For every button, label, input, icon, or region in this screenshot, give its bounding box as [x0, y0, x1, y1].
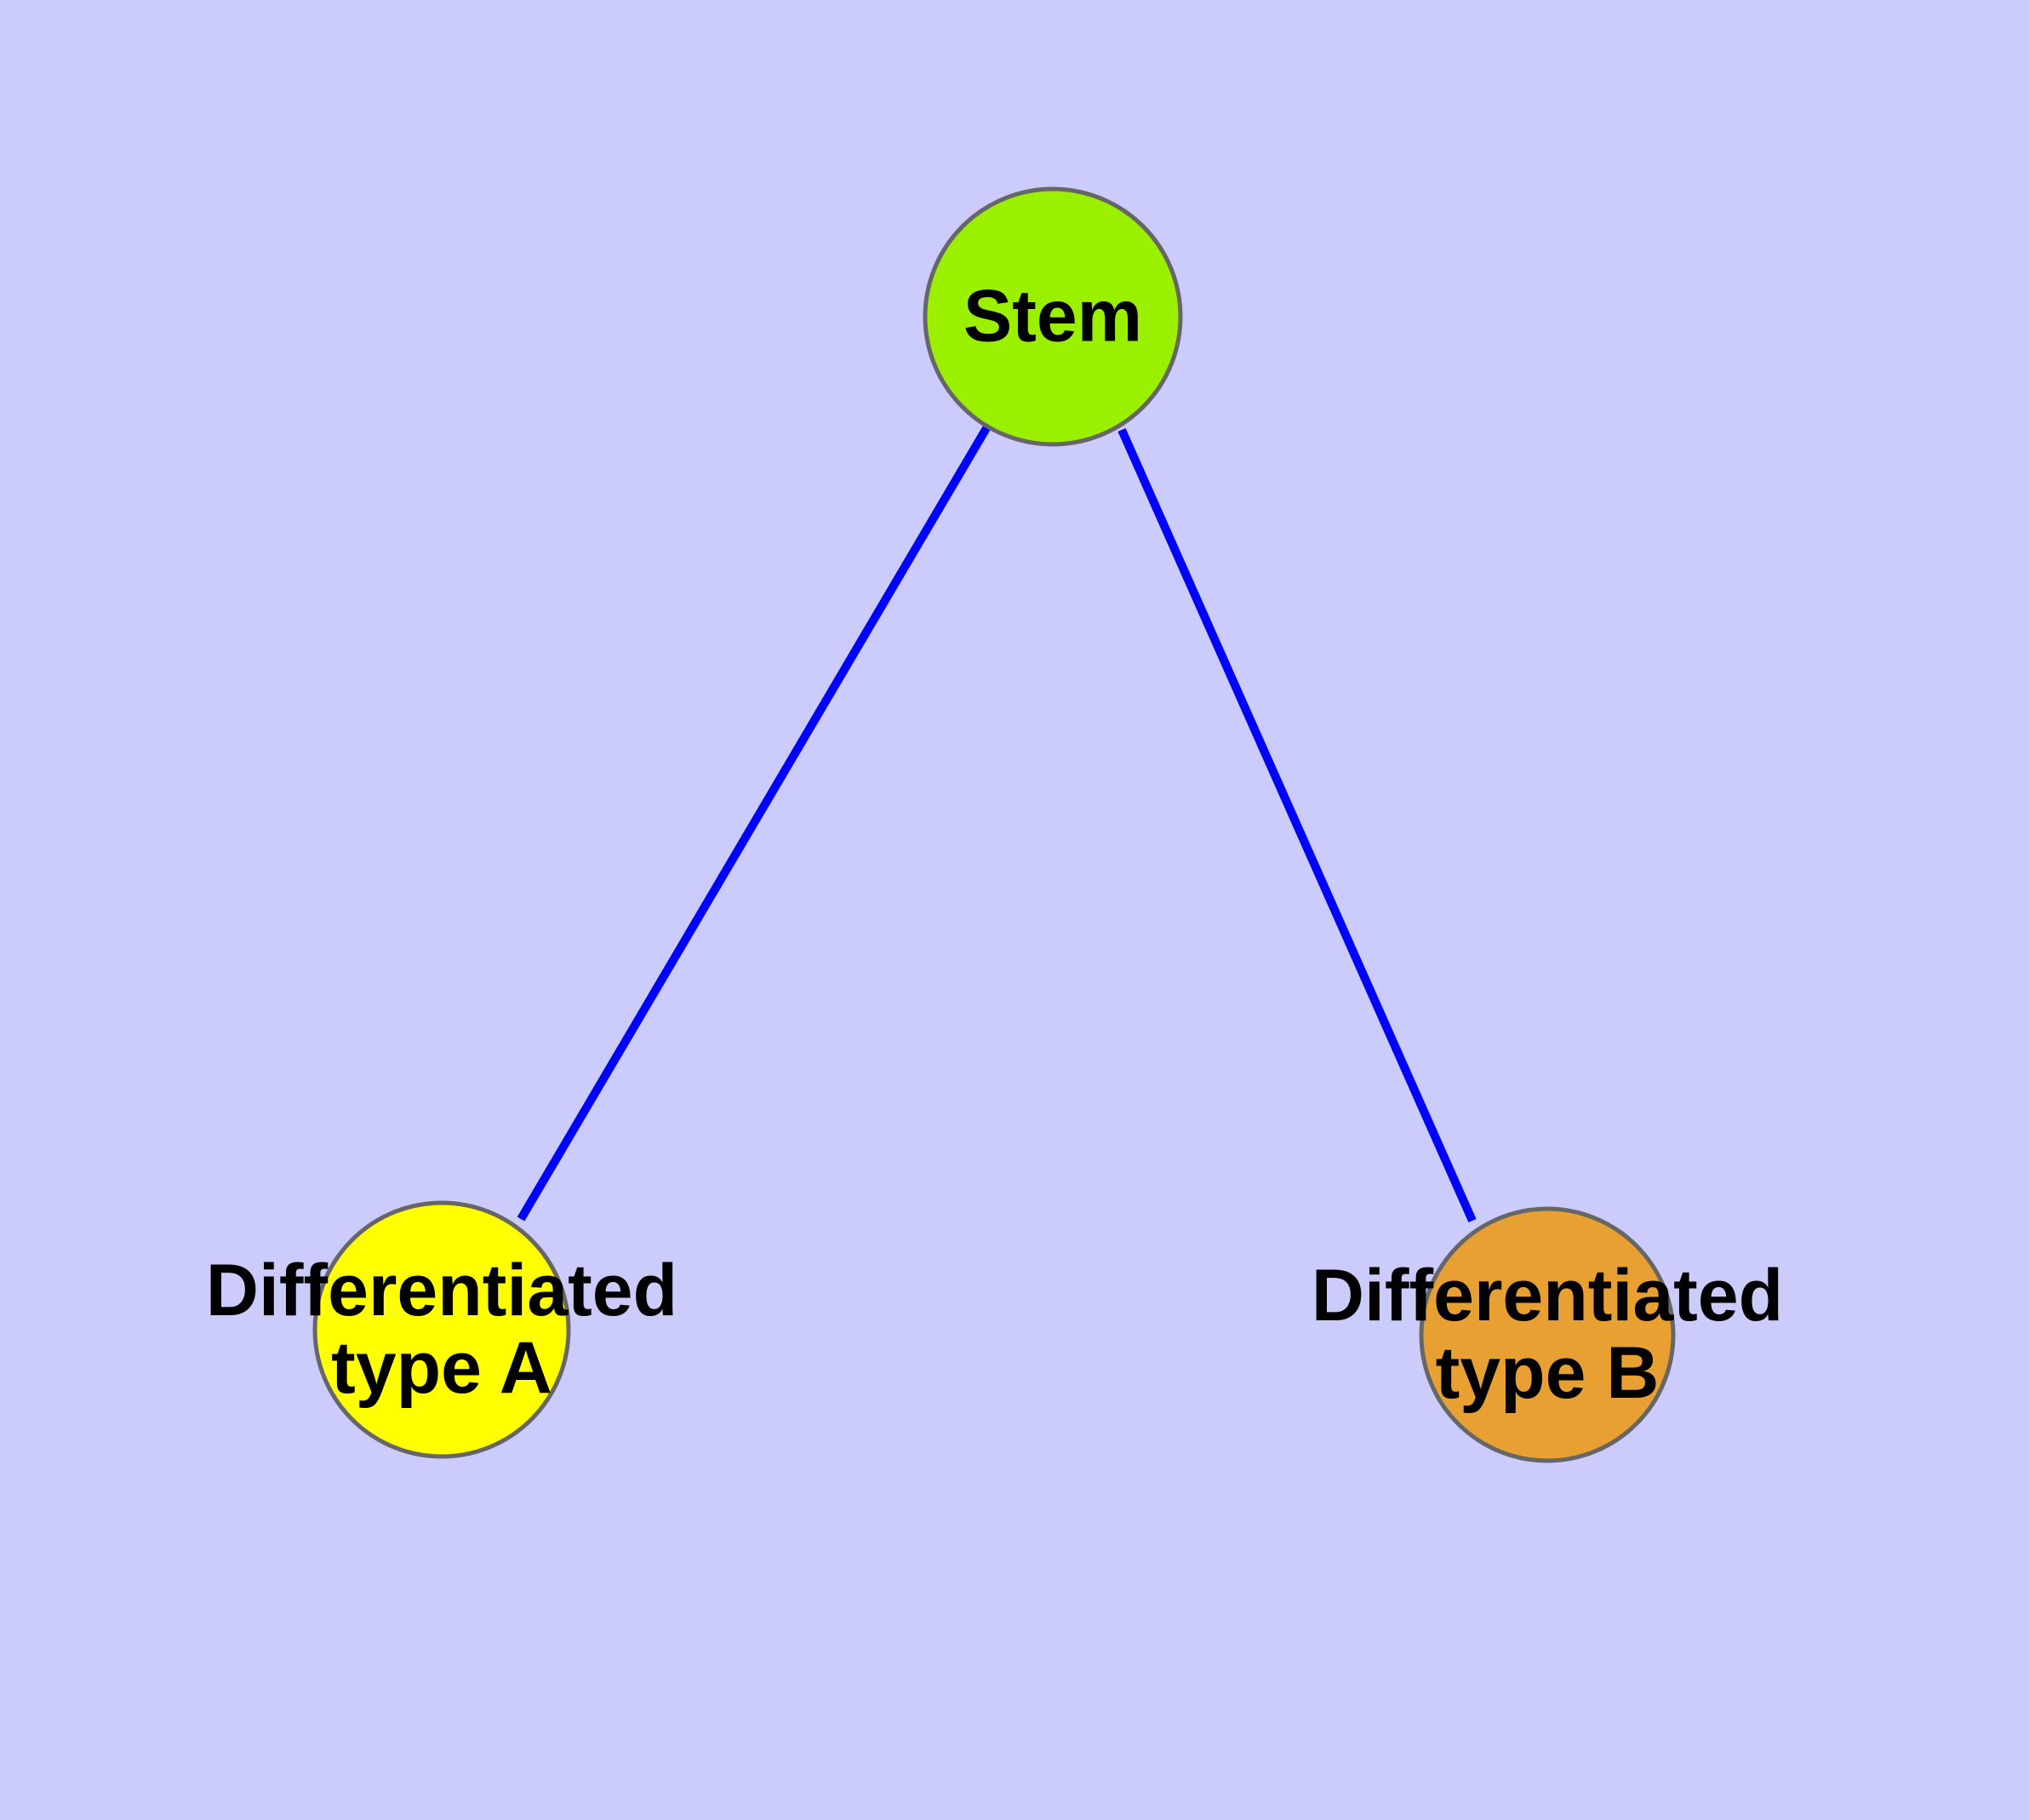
nodes-layer — [312, 186, 1676, 1463]
edges-layer — [517, 426, 1477, 1223]
graph-edge-stem-to-diff-b — [1117, 427, 1477, 1223]
graph-edge-stem-to-diff-a — [517, 426, 991, 1222]
graph-node-stem[interactable] — [923, 186, 1183, 447]
graph-node-diff-a[interactable] — [312, 1200, 571, 1459]
graph-node-diff-b[interactable] — [1419, 1206, 1676, 1463]
